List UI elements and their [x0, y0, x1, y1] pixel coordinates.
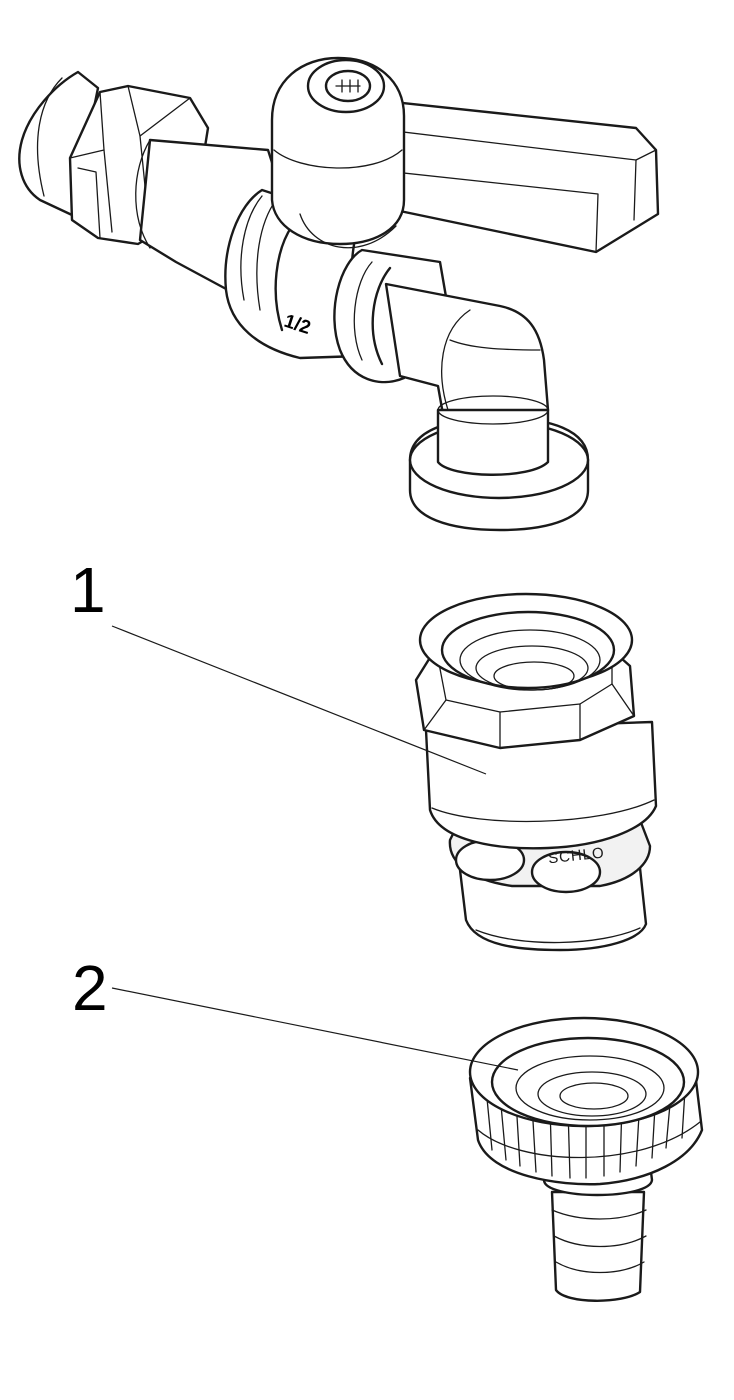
connector-seal-opening — [468, 1016, 700, 1128]
callout-number-2: 2 — [72, 952, 108, 1024]
adapter-brand-marking: SCHLO — [547, 844, 605, 867]
valve-stem-bonnet — [270, 56, 406, 249]
callout-1: 1 — [70, 554, 487, 775]
ball-valve-tap: 1/2 — [18, 56, 660, 532]
valve-outlet-flange — [408, 395, 590, 532]
callout-2: 2 — [72, 952, 519, 1071]
part-2-hose-connector — [468, 1016, 704, 1302]
callout-number-1: 1 — [70, 554, 106, 626]
part-1-threaded-adapter: SCHLO — [414, 592, 658, 952]
valve-outlet-spout — [333, 248, 550, 422]
adapter-sleeve — [424, 720, 658, 850]
adapter-lower-body: SCHLO — [448, 818, 652, 952]
adapter-threaded-opening — [418, 592, 634, 691]
leader-line-2 — [111, 987, 519, 1071]
leader-line-1 — [111, 625, 487, 775]
